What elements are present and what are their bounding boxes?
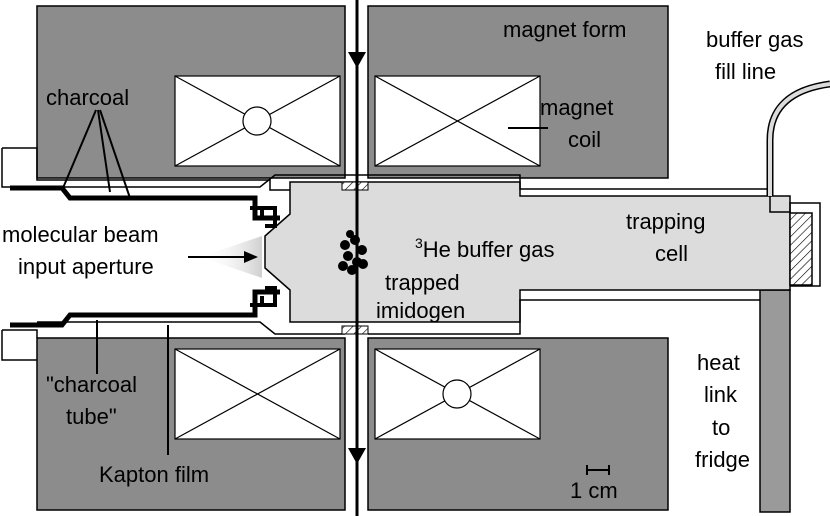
- heat-link-bar: [759, 289, 791, 513]
- scale-bar: [586, 465, 610, 475]
- label-heat-link-1: heat: [697, 350, 740, 375]
- axis-arrow-bottom: [348, 448, 366, 464]
- label-charcoal: charcoal: [46, 85, 129, 110]
- magnet-coil-bottom-right: [374, 348, 541, 440]
- label-trapping-cell-2: cell: [655, 241, 688, 266]
- label-molecular-beam-1: molecular beam: [2, 222, 159, 247]
- label-he-buffer-gas: 3He buffer gas: [415, 235, 554, 262]
- label-kapton-film: Kapton film: [99, 462, 209, 487]
- axis-arrow-top: [348, 52, 366, 68]
- magnet-coil-bottom-left: [174, 348, 341, 440]
- magnet-coil-top-right: [374, 75, 541, 167]
- label-molecular-beam-2: input aperture: [18, 254, 154, 279]
- label-charcoal-tube-1: "charcoal: [46, 372, 137, 397]
- leader-lines: [62, 109, 548, 455]
- label-trapped-imidogen-1: trapped: [385, 270, 460, 295]
- label-scale-bar: 1 cm: [570, 478, 618, 503]
- label-heat-link-2: link: [704, 382, 738, 407]
- label-heat-link-3: to: [712, 415, 730, 440]
- label-trapped-imidogen-2: imidogen: [376, 298, 465, 323]
- magnet-coils: [174, 75, 541, 440]
- aperture-baffles: [250, 206, 277, 307]
- label-heat-link-4: fridge: [695, 447, 750, 472]
- kapton-window-bottom: [341, 325, 369, 335]
- label-magnet-form: magnet form: [503, 17, 627, 42]
- label-buffer-gas-fill-line-2: fill line: [715, 59, 776, 84]
- label-charcoal-tube-2: tube": [66, 404, 117, 429]
- cell-end-window: [789, 212, 813, 286]
- buffer-gas-fill-line: [766, 80, 830, 196]
- current-in-symbol: [442, 379, 472, 409]
- charcoal-tubes: [10, 185, 280, 328]
- label-magnet-coil-1: magnet: [540, 95, 613, 120]
- label-trapping-cell-1: trapping: [626, 209, 706, 234]
- current-out-symbol: [242, 106, 272, 136]
- charcoal-tube-upper: [10, 185, 280, 221]
- label-magnet-coil-2: coil: [568, 127, 601, 152]
- he-superscript: 3: [415, 235, 423, 251]
- magnet-coil-top-left: [174, 75, 341, 167]
- charcoal-tube-lower: [10, 289, 280, 328]
- trapped-imidogen-cluster: [338, 230, 368, 275]
- label-buffer-gas-fill-line-1: buffer gas: [706, 27, 803, 52]
- kapton-window-top: [341, 181, 369, 191]
- he-text: He buffer gas: [423, 237, 555, 262]
